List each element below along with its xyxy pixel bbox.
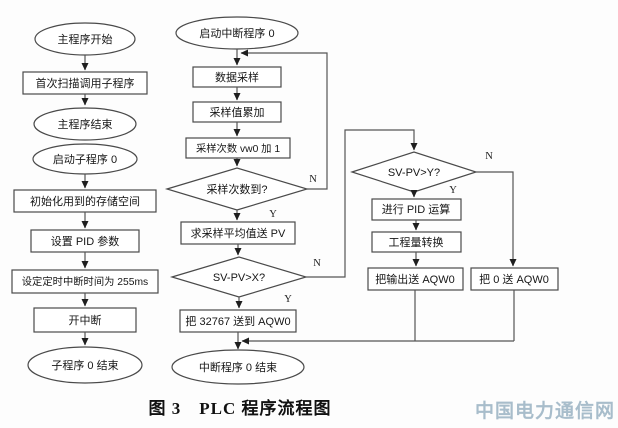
branch-label-svpvx-no: N xyxy=(313,258,321,269)
node-enable-interrupt xyxy=(33,307,137,333)
node-int0-end-label: 中断程序 0 结束 xyxy=(199,360,277,374)
node-sample-count-inc-label: 采样次数 vw0 加 1 xyxy=(196,142,280,155)
node-int0-end xyxy=(171,349,305,385)
interrupt0-flow: 启动中断程序 0 数据采样 采样值累加 采样次数 vw0 加 1 采样次数到? … xyxy=(164,16,418,385)
node-main-end-label: 主程序结束 xyxy=(58,117,113,131)
figure-caption: 图 3 PLC 程序流程图 xyxy=(149,398,332,418)
node-enable-interrupt-label: 开中断 xyxy=(69,313,102,327)
node-count-reached-decision xyxy=(164,167,310,211)
node-set-timer-label: 设定定时中断时间为 255ms xyxy=(22,275,148,288)
connector-count-no-loopback xyxy=(240,49,328,190)
node-svpv-y-label: SV-PV>Y? xyxy=(388,167,440,179)
node-sample-count-inc xyxy=(185,137,291,159)
node-first-scan-label: 首次扫描调用子程序 xyxy=(36,76,135,90)
branch-label-count-no: N xyxy=(309,174,317,185)
subroutine0-flow: 启动子程序 0 初始化用到的存储空间 设置 PID 参数 设定定时中断时间为 2… xyxy=(11,143,159,384)
branch-label-svpvx-yes: Y xyxy=(284,294,292,305)
connector-svpvx-no-to-svpvy xyxy=(306,129,418,278)
node-eng-convert-label: 工程量转换 xyxy=(389,235,444,249)
pid-branch-flow: SV-PV>Y? N Y 进行 PID 运算 工程量转换 把输出送 AQW0 把… xyxy=(241,151,559,345)
node-set-pid-label: 设置 PID 参数 xyxy=(51,234,119,248)
connector-svpvy-no-to-sendzero xyxy=(476,171,517,267)
node-svpv-x-label: SV-PV>X? xyxy=(213,272,265,284)
site-watermark: 中国电力通信网 xyxy=(475,399,615,422)
node-sample-accumulate-label: 采样值累加 xyxy=(210,105,265,119)
node-send-zero-label: 把 0 送 AQW0 xyxy=(479,272,549,286)
branch-label-svpvy-no: N xyxy=(485,151,493,162)
node-average-to-pv-label: 求采样平均值送 PV xyxy=(191,226,286,240)
node-int0-start-label: 启动中断程序 0 xyxy=(199,26,274,40)
branch-label-count-yes: Y xyxy=(269,209,277,220)
node-pid-calc-label: 进行 PID 运算 xyxy=(382,202,450,216)
node-send-32767-label: 把 32767 送到 AQW0 xyxy=(185,314,290,328)
node-data-sampling-label: 数据采样 xyxy=(215,70,259,84)
node-sub0-end-label: 子程序 0 结束 xyxy=(51,358,118,372)
main-program-flow: 主程序开始 首次扫描调用子程序 主程序结束 xyxy=(22,22,148,141)
node-sub0-start-label: 启动子程序 0 xyxy=(53,152,117,166)
node-main-start-label: 主程序开始 xyxy=(58,32,113,46)
node-sub0-end xyxy=(27,346,143,384)
node-main-end xyxy=(33,107,137,141)
node-send-output-label: 把输出送 AQW0 xyxy=(375,272,454,286)
node-init-memory-label: 初始化用到的存储空间 xyxy=(30,194,140,208)
branch-label-svpvy-yes: Y xyxy=(449,185,457,196)
node-count-reached-label: 采样次数到? xyxy=(206,182,267,196)
